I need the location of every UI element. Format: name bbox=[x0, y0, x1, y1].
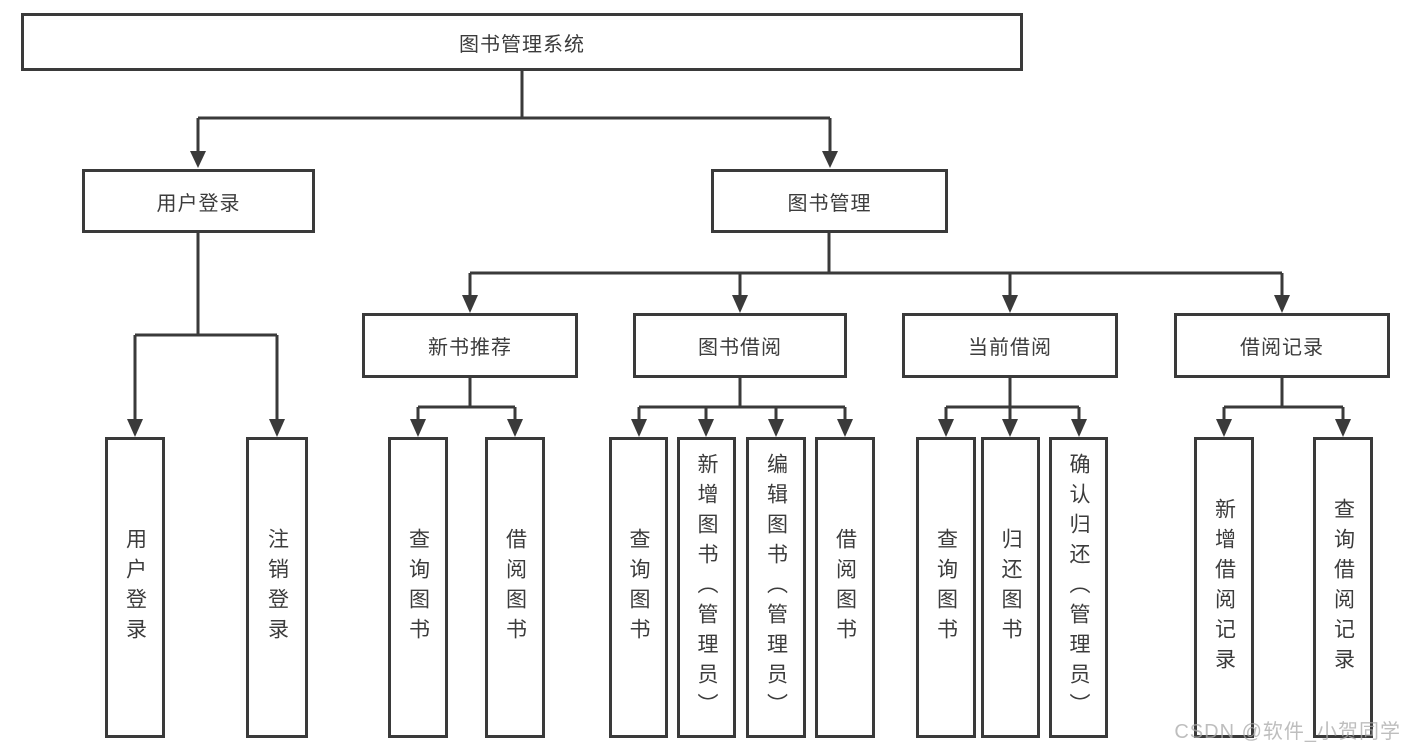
leaf-user-login-label: 用户登录 bbox=[123, 527, 147, 648]
node-borrow-records: 借阅记录 bbox=[1174, 313, 1390, 378]
leaf-add-books-admin: 新增图书（管理员） bbox=[677, 437, 736, 738]
csdn-watermark: CSDN @软件_小贺同学 bbox=[1174, 721, 1401, 743]
leaf-query-borrow-record-label: 查询借阅记录 bbox=[1331, 497, 1355, 678]
leaf-add-borrow-record: 新增借阅记录 bbox=[1194, 437, 1254, 738]
leaf-borrow-books-recommend: 借阅图书 bbox=[485, 437, 545, 738]
leaf-edit-books-admin-label: 编辑图书（管理员） bbox=[764, 452, 788, 723]
leaf-edit-books-admin: 编辑图书（管理员） bbox=[746, 437, 806, 738]
leaf-return-books: 归还图书 bbox=[981, 437, 1040, 738]
node-book-management: 图书管理 bbox=[711, 169, 948, 233]
leaf-borrow-books: 借阅图书 bbox=[815, 437, 875, 738]
leaf-borrow-books-recommend-label: 借阅图书 bbox=[503, 527, 527, 648]
leaf-logout-label: 注销登录 bbox=[265, 527, 289, 648]
leaf-logout: 注销登录 bbox=[246, 437, 308, 738]
node-user-login: 用户登录 bbox=[82, 169, 315, 233]
leaf-query-books-recommend: 查询图书 bbox=[388, 437, 448, 738]
leaf-add-books-admin-label: 新增图书（管理员） bbox=[695, 452, 718, 723]
node-root-system: 图书管理系统 bbox=[21, 13, 1023, 71]
node-new-book-recommend: 新书推荐 bbox=[362, 313, 578, 378]
leaf-query-books-current-label: 查询图书 bbox=[934, 527, 958, 648]
node-book-borrow: 图书借阅 bbox=[633, 313, 847, 378]
leaf-borrow-books-label: 借阅图书 bbox=[833, 527, 857, 648]
node-current-borrow: 当前借阅 bbox=[902, 313, 1118, 378]
leaf-query-books-borrow: 查询图书 bbox=[609, 437, 668, 738]
leaf-return-books-label: 归还图书 bbox=[999, 527, 1022, 648]
leaf-add-borrow-record-label: 新增借阅记录 bbox=[1212, 497, 1236, 678]
leaf-query-books-borrow-label: 查询图书 bbox=[627, 527, 650, 648]
leaf-query-books-recommend-label: 查询图书 bbox=[406, 527, 430, 648]
leaf-confirm-return-admin-label: 确认归还（管理员） bbox=[1067, 452, 1090, 723]
leaf-query-books-current: 查询图书 bbox=[916, 437, 976, 738]
leaf-confirm-return-admin: 确认归还（管理员） bbox=[1049, 437, 1108, 738]
leaf-query-borrow-record: 查询借阅记录 bbox=[1313, 437, 1373, 738]
leaf-user-login: 用户登录 bbox=[105, 437, 165, 738]
